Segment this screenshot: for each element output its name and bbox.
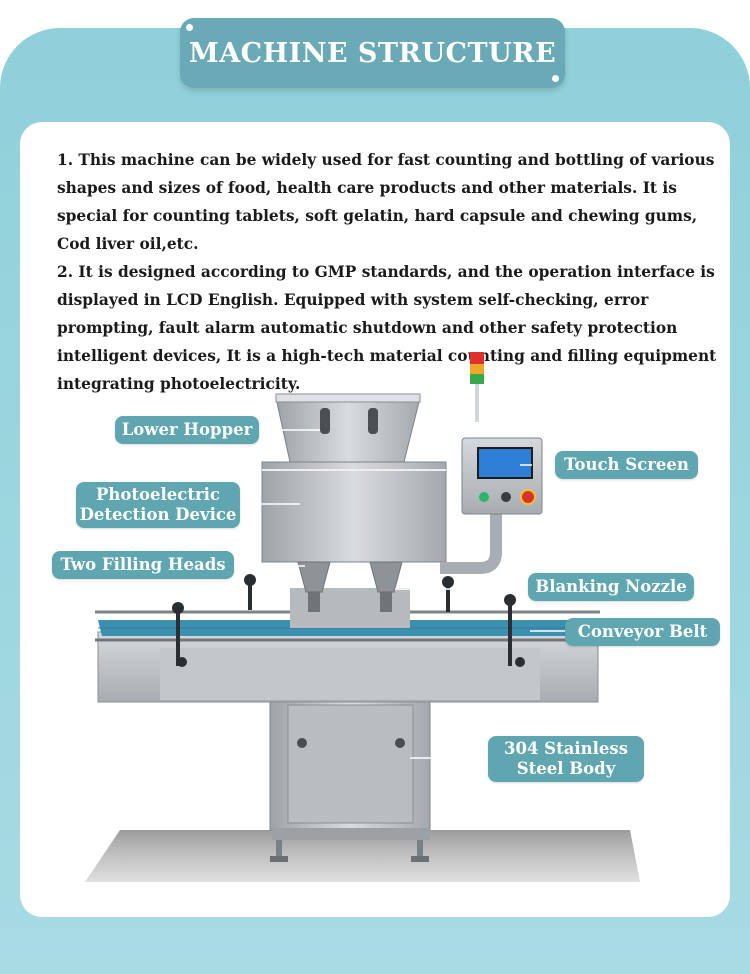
label-filling-heads: Two Filling Heads — [52, 551, 234, 579]
filling-head — [297, 561, 331, 593]
description-paragraph-1: 1. This machine can be widely used for f… — [57, 151, 715, 253]
page-title: MACHINE STRUCTURE — [188, 37, 557, 69]
title-banner: MACHINE STRUCTURE — [180, 18, 565, 88]
description-paragraph-2: 2. It is designed according to GMP stand… — [57, 263, 717, 393]
filling-head — [369, 561, 403, 593]
machine-foot — [276, 840, 282, 858]
label-filling-heads-text: Two Filling Heads — [60, 555, 226, 574]
label-touch-screen: Touch Screen — [555, 451, 698, 479]
label-blanking-nozzle-text: Blanking Nozzle — [535, 577, 687, 596]
label-steel-body: 304 Stainless Steel Body — [488, 736, 644, 782]
label-conveyor-belt: Conveyor Belt — [565, 618, 720, 646]
label-lower-hopper: Lower Hopper — [115, 416, 259, 444]
machine-illustration — [85, 352, 640, 882]
emergency-stop-button — [520, 489, 536, 505]
label-touch-screen-text: Touch Screen — [564, 455, 689, 474]
floor-shadow — [85, 830, 640, 882]
mode-knob — [501, 492, 511, 502]
signal-tower — [470, 352, 484, 364]
touch-screen-display — [477, 447, 533, 479]
cabinet-lock — [297, 738, 307, 748]
screen-arm — [440, 510, 502, 574]
photoelectric-box — [261, 461, 447, 563]
start-button — [479, 492, 489, 502]
description: 1. This machine can be widely used for f… — [57, 146, 717, 398]
decor-dot — [552, 75, 559, 82]
label-conveyor-belt-text: Conveyor Belt — [577, 622, 708, 641]
machine-foot — [417, 840, 423, 858]
label-photoelectric-line2: Detection Device — [79, 505, 237, 524]
cabinet-lock — [395, 738, 405, 748]
label-steel-body-line2: Steel Body — [516, 759, 616, 778]
label-photoelectric-line1: Photoelectric — [96, 485, 220, 504]
decor-dot — [186, 24, 193, 31]
label-photoelectric-device: Photoelectric Detection Device — [76, 482, 240, 528]
label-lower-hopper-text: Lower Hopper — [121, 420, 253, 439]
label-steel-body-line1: 304 Stainless — [503, 739, 629, 758]
label-blanking-nozzle: Blanking Nozzle — [528, 573, 694, 601]
